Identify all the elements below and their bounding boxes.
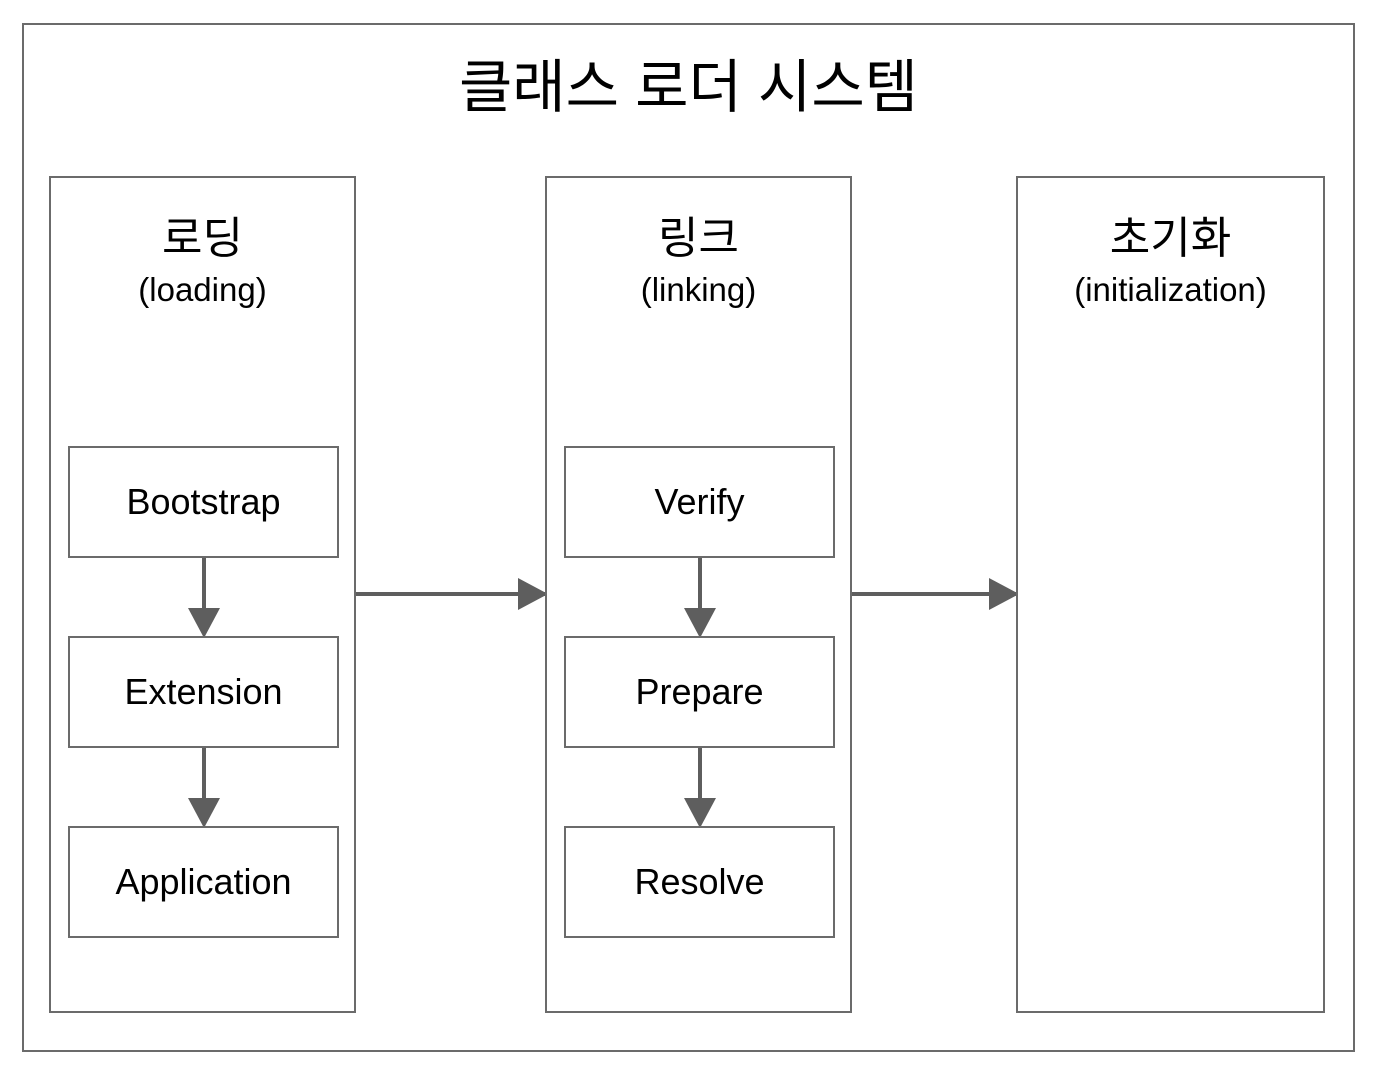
step-label-prepare: Prepare [635,671,764,712]
phase-title-en-loading: (loading) [138,270,267,308]
arrow-shaft [852,592,1017,596]
step-box-extension[interactable]: Extension [68,636,339,748]
phase-title-ko-initialization: 초기화 [1109,214,1232,263]
arrow-head [518,578,548,610]
arrow-head [684,608,716,638]
phase-title-ko-linking: 링크 [658,214,739,263]
arrow-head [684,798,716,828]
step-label-extension: Extension [124,671,283,712]
step-box-verify[interactable]: Verify [564,446,835,558]
diagram-title: 클래스 로더 시스템 [458,55,919,120]
arrow-shaft [698,748,702,803]
phase-header-loading: 로딩 (loading) [51,214,354,310]
right-arrow-icon-loading-to-linking [356,578,548,610]
arrow-head [989,578,1019,610]
step-label-bootstrap: Bootstrap [126,481,281,522]
phase-title-ko-loading: 로딩 [162,214,243,263]
step-box-prepare[interactable]: Prepare [564,636,835,748]
down-arrow-icon-bootstrap-to-extension [188,558,220,638]
phase-title-en-linking: (linking) [640,270,757,308]
phase-header-initialization: 초기화 (initialization) [1018,214,1323,310]
down-arrow-icon-extension-to-application [188,748,220,828]
step-box-application[interactable]: Application [68,826,339,938]
arrow-shaft [202,748,206,803]
step-label-application: Application [115,861,292,902]
arrow-head [188,608,220,638]
arrow-head [188,798,220,828]
phase-column-linking: 링크 (linking) Verify Prepare Resolve [545,176,852,1013]
right-arrow-icon-linking-to-initialization [852,578,1019,610]
step-box-bootstrap[interactable]: Bootstrap [68,446,339,558]
arrow-shaft [698,558,702,613]
phase-column-loading: 로딩 (loading) Bootstrap Extension Applica… [49,176,356,1013]
phase-title-en-initialization: (initialization) [1074,270,1267,308]
step-label-resolve: Resolve [634,861,765,902]
step-box-resolve[interactable]: Resolve [564,826,835,938]
arrow-shaft [356,592,546,596]
phase-column-initialization: 초기화 (initialization) [1016,176,1325,1013]
down-arrow-icon-prepare-to-resolve [684,748,716,828]
step-label-verify: Verify [654,481,745,522]
down-arrow-icon-verify-to-prepare [684,558,716,638]
phase-header-linking: 링크 (linking) [547,214,850,310]
arrow-shaft [202,558,206,613]
